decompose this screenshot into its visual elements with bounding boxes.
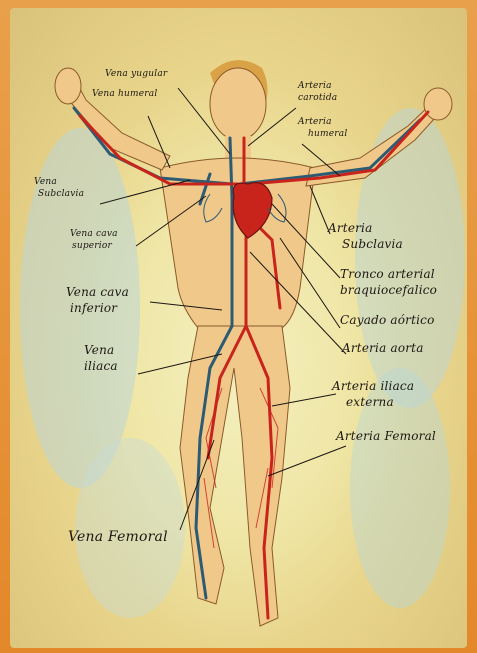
label-vena-cava-inferior-2: inferior (70, 302, 117, 315)
label-arteria-carotida-2: carotida (298, 94, 337, 103)
label-vena-iliaca-2: iliaca (84, 360, 118, 373)
label-vena-subclavia-1: Vena (34, 178, 57, 187)
label-arteria-iliaca-2: externa (346, 396, 394, 409)
body-illustration (10, 8, 467, 648)
label-arteria-carotida-1: Arteria (298, 82, 332, 91)
label-arteria-iliaca-1: Arteria iliaca (332, 380, 414, 393)
circulatory-system-poster: Vena yugular Vena humeral Arteria caroti… (10, 8, 467, 648)
label-vena-humeral: Vena humeral (92, 90, 157, 99)
label-vena-yugular: Vena yugular (105, 70, 167, 79)
label-cayado-aortico: Cayado aórtico (340, 314, 435, 327)
label-tronco-arterial-1: Tronco arterial (340, 268, 435, 281)
label-vena-iliaca-1: Vena (84, 344, 114, 357)
label-vena-cava-inferior-1: Vena cava (66, 286, 129, 299)
label-vena-femoral: Vena Femoral (68, 530, 168, 545)
label-arteria-aorta: Arteria aorta (342, 342, 424, 355)
label-arteria-subclavia-2: Subclavia (342, 238, 403, 251)
label-vena-subclavia-2: Subclavia (38, 190, 84, 199)
label-vena-cava-superior-1: Vena cava (70, 230, 118, 239)
label-arteria-humeral-2: humeral (308, 130, 347, 139)
label-arteria-subclavia-1: Arteria (328, 222, 372, 235)
label-tronco-arterial-2: braquiocefalico (340, 284, 437, 297)
label-vena-cava-superior-2: superior (72, 242, 112, 251)
label-arteria-humeral-1: Arteria (298, 118, 332, 127)
label-arteria-femoral: Arteria Femoral (336, 430, 436, 443)
